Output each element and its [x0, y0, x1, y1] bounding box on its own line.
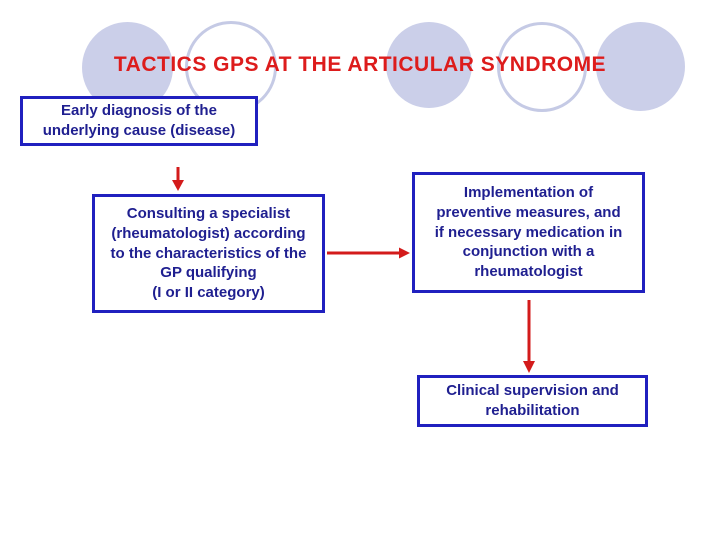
slide-title: TACTICS GPS AT THE ARTICULAR SYNDROME — [113, 53, 607, 76]
arrow-right-icon — [327, 247, 410, 259]
decorative-circle-outlined-2 — [497, 22, 587, 112]
arrow-down-icon — [523, 300, 535, 373]
decorative-circle-filled-2 — [386, 22, 472, 108]
flow-box-clinical-supervision: Clinical supervision and rehabilitation — [417, 375, 648, 427]
flow-box-consulting-specialist: Consulting a specialist (rheumatologist)… — [92, 194, 325, 313]
flow-box-implementation: Implementation of preventive measures, a… — [412, 172, 645, 293]
arrow-down-icon — [172, 167, 184, 191]
decorative-circle-filled-3 — [596, 22, 685, 111]
flow-box-early-diagnosis: Early diagnosis of the underlying cause … — [20, 96, 258, 146]
